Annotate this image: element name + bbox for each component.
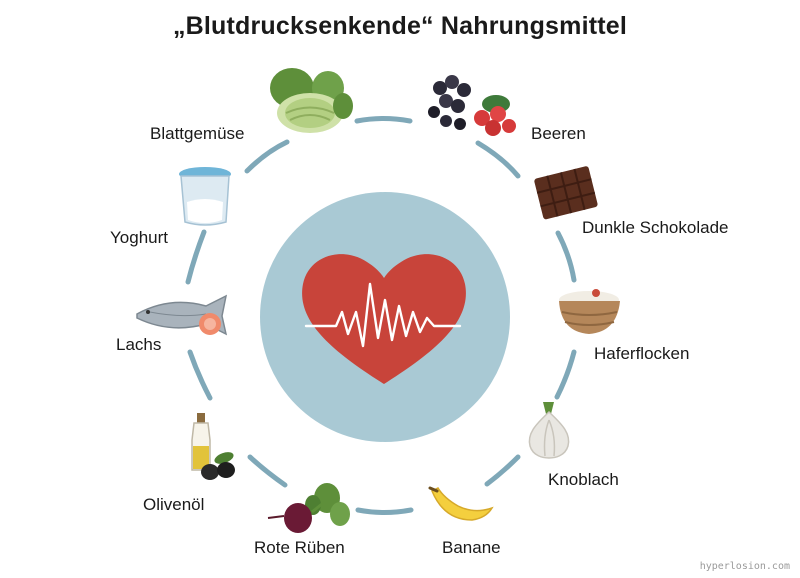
connector-banana-beetroot <box>355 507 414 515</box>
connector-chocolate-oatmeal <box>555 230 577 283</box>
food-label-rote-rueben: Rote Rüben <box>254 538 345 557</box>
berries-icon <box>428 75 516 136</box>
chocolate-icon <box>534 166 598 220</box>
food-label-knoblach: Knoblach <box>548 470 619 489</box>
food-label-haferflocken: Haferflocken <box>594 344 690 363</box>
olive-oil-icon <box>191 413 235 480</box>
food-label-olivenoel: Olivenöl <box>143 495 205 514</box>
connector-cabbage-berries <box>354 116 413 124</box>
connector-beetroot-oil <box>247 454 288 488</box>
food-label-lachs: Lachs <box>116 335 162 354</box>
connector-oil-salmon <box>187 349 213 401</box>
cabbage-icon <box>270 68 353 133</box>
page-title: „Blutdrucksenkende“ Nahrungsmittel <box>172 12 628 40</box>
food-label-dunkle-schokolade: Dunkle Schokolade <box>582 218 729 237</box>
connector-berries-chocolate <box>475 140 521 179</box>
connectors <box>185 116 577 515</box>
salmon-icon <box>136 294 228 336</box>
yoghurt-icon <box>179 167 231 226</box>
oatmeal-bowl-icon <box>559 289 620 334</box>
food-label-blattgemuese: Blattgemüse <box>150 124 245 143</box>
connector-yoghurt-cabbage <box>244 139 290 174</box>
food-label-yoghurt: Yoghurt <box>110 228 168 247</box>
connector-salmon-yoghurt <box>185 229 207 285</box>
food-label-beeren: Beeren <box>531 124 586 143</box>
banana-icon <box>428 486 494 521</box>
food-label-banane: Banane <box>442 538 501 557</box>
connector-oatmeal-garlic <box>554 349 577 400</box>
beetroot-icon <box>267 483 350 533</box>
garlic-icon <box>528 402 570 459</box>
heart-pulse-icon <box>302 254 466 384</box>
watermark: hyperlosion.com <box>699 561 790 572</box>
connector-garlic-banana <box>484 454 521 487</box>
